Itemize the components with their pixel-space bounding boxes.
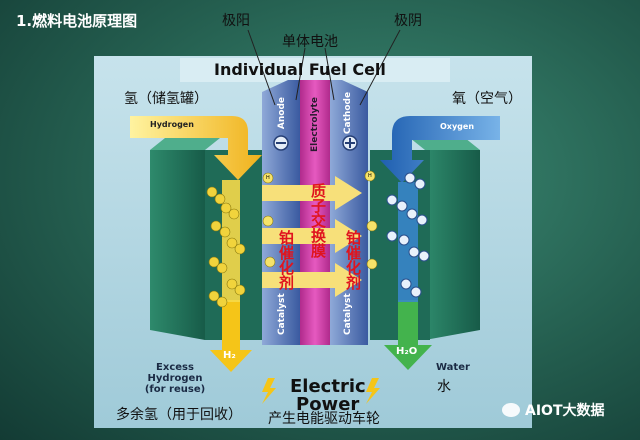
hydrogen-arrow <box>130 116 262 180</box>
excess-hydrogen-label: Excess Hydrogen (for reuse) <box>140 362 210 395</box>
water-label-en: Water <box>436 362 470 373</box>
oxygen-label-en: Oxygen <box>440 122 475 131</box>
oxygen-molecules <box>386 172 430 298</box>
cathode-plate-label: Cathode <box>343 91 353 135</box>
single-cell-pointer-left <box>295 47 306 101</box>
oxygen-arrow <box>380 116 500 183</box>
single-cell-pointer-right <box>324 47 335 101</box>
watermark: AIOT大数据 <box>502 400 605 420</box>
water-label-cn: 水 <box>437 379 451 395</box>
watermark-text: AIOT大数据 <box>525 403 605 419</box>
proton-particles <box>262 170 378 270</box>
catalyst-left-label: Catalyst <box>277 293 287 335</box>
lightning-right-icon <box>366 378 380 404</box>
proton-arrow-3 <box>262 263 362 297</box>
oxygen-label-cn: 氧（空气） <box>452 91 522 107</box>
proton-arrow-1 <box>262 176 362 210</box>
excess-line-2: Hydrogen <box>147 373 203 384</box>
proton-arrow-2 <box>262 219 362 253</box>
electric-power-line-1: Electric <box>290 376 366 397</box>
cathode-label-cn: 极阴 <box>394 13 422 29</box>
hydrogen-molecules <box>206 186 246 308</box>
catalyst-right-label: Catalyst <box>343 293 353 335</box>
electric-power-line-2: Power <box>296 394 360 415</box>
left-stack <box>150 150 205 340</box>
cathode-pointer <box>359 29 401 106</box>
anode-pointer <box>247 29 276 106</box>
catalyst-left-label-cn: 铂催化剂 <box>277 230 295 290</box>
h2-label: H₂ <box>223 350 236 361</box>
proton-h-2: H <box>368 173 372 179</box>
excess-line-1: Excess <box>156 362 194 373</box>
excess-hydrogen-label-cn: 多余氢（用于回收） <box>116 407 242 423</box>
single-cell-label: 单体电池 <box>282 34 338 50</box>
anode-label-cn: 极阳 <box>222 13 250 29</box>
electrolyte-label: Electrolyte <box>310 97 320 152</box>
proton-h-1: H <box>266 175 270 181</box>
header-bar <box>180 58 450 82</box>
excess-hydrogen-arrow <box>210 300 252 372</box>
excess-line-3: (for reuse) <box>144 384 206 395</box>
hydrogen-label-en: Hydrogen <box>150 120 194 129</box>
fuel-cell-header: Individual Fuel Cell <box>214 60 386 79</box>
wechat-icon <box>502 403 520 417</box>
water-arrow <box>384 300 432 370</box>
lightning-left-icon <box>262 378 276 404</box>
h2o-label: H₂O <box>396 346 418 357</box>
membrane-label-cn: 质子交换膜 <box>309 183 327 258</box>
right-stack <box>425 150 480 340</box>
hydrogen-label-cn: 氢（储氢罐） <box>124 91 208 107</box>
power-label-cn: 产生电能驱动车轮 <box>268 411 380 427</box>
page-title: 1.燃料电池原理图 <box>16 12 138 30</box>
catalyst-right-label-cn: 铂催化剂 <box>344 230 362 290</box>
anode-plate-label: Anode <box>277 96 287 130</box>
